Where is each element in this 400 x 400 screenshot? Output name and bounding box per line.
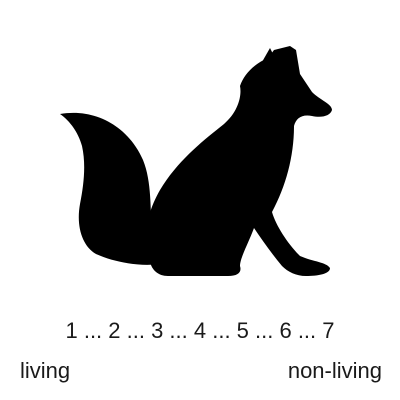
- fox-ear: [262, 48, 276, 62]
- rating-scale-right-anchor: non-living: [287, 358, 382, 383]
- rating-scale-left-anchor: living: [20, 358, 71, 383]
- fox-tail: [60, 112, 168, 265]
- fox-silhouette-icon: [60, 46, 332, 276]
- rating-scale-numbers: 1 ... 2 ... 3 ... 4 ... 5 ... 6 ... 7: [65, 318, 335, 343]
- fox-body: [145, 46, 332, 276]
